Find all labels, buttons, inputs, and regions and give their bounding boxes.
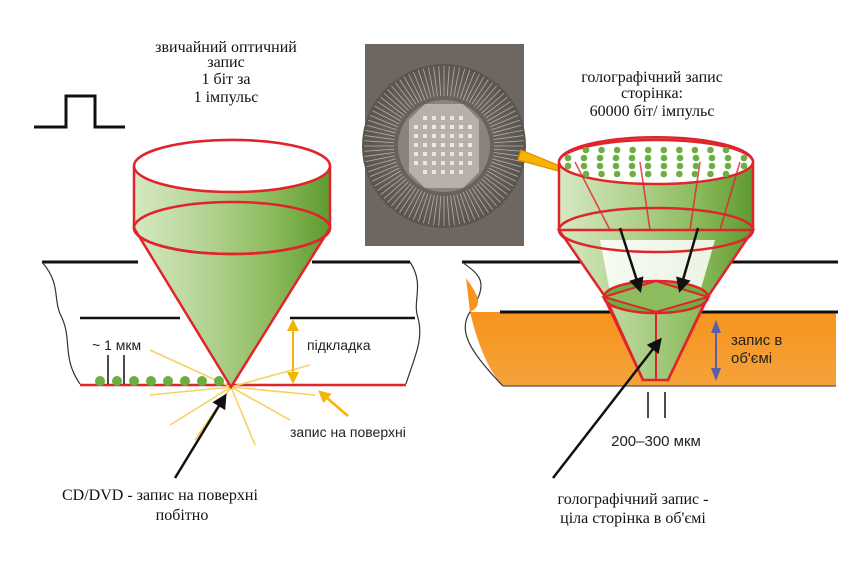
page-size-label: 200–300 мкм: [611, 433, 701, 450]
holographic-title-line-1: голографічний запис: [581, 69, 723, 86]
conventional-title: звичайний оптичний запис 1 біт за 1 імпу…: [155, 39, 297, 106]
cd-caption: CD/DVD - запис на поверхні побітно: [62, 487, 258, 524]
focus-light-burst: [149, 349, 316, 446]
hologram-data-page-image: [362, 44, 526, 246]
holographic-caption: голографічний запис - ціла сторінка в об…: [558, 491, 709, 527]
bit-pitch-label: ~ 1 мкм: [92, 337, 141, 353]
volume-record-line-2: об'ємі: [731, 350, 772, 367]
volume-record-label: запис в об'ємі: [731, 332, 782, 367]
bit-pitch-marker: [107, 355, 125, 384]
conventional-light-cone: [132, 138, 332, 390]
conventional-title-line-1: звичайний оптичний: [155, 39, 297, 56]
surface-record-label: запис на поверхні: [290, 424, 406, 440]
holographic-title-line-3: 60000 біт/ імпульс: [590, 103, 715, 120]
substrate-label: підкладка: [307, 337, 371, 353]
conventional-title-line-3: 1 біт за: [202, 71, 251, 88]
single-pulse-icon: [34, 94, 125, 129]
holographic-title: голографічний запис сторінка: 60000 біт/…: [581, 69, 723, 120]
holographic-caption-line-2: ціла сторінка в об'ємі: [560, 510, 706, 527]
surface-data-bits: [95, 376, 224, 386]
conventional-title-line-4: 1 імпульс: [194, 89, 259, 106]
volume-record-line-1: запис в: [731, 332, 782, 349]
cd-caption-line-1: CD/DVD - запис на поверхні: [62, 487, 258, 504]
interior-beam-arrows: [618, 227, 700, 293]
surface-record-arrow: [318, 390, 349, 417]
conventional-title-line-2: запис: [207, 54, 244, 71]
page-size-marker: [647, 392, 666, 418]
volume-depth-arrow: [711, 320, 721, 381]
substrate-thickness-arrow: [287, 319, 299, 384]
holographic-caption-line-1: голографічний запис -: [558, 491, 709, 508]
holographic-title-line-2: сторінка:: [621, 85, 683, 102]
cd-caption-line-2: побітно: [156, 507, 209, 524]
holo-pointer-arrow: [552, 337, 662, 479]
cd-pointer-arrow: [173, 393, 227, 479]
